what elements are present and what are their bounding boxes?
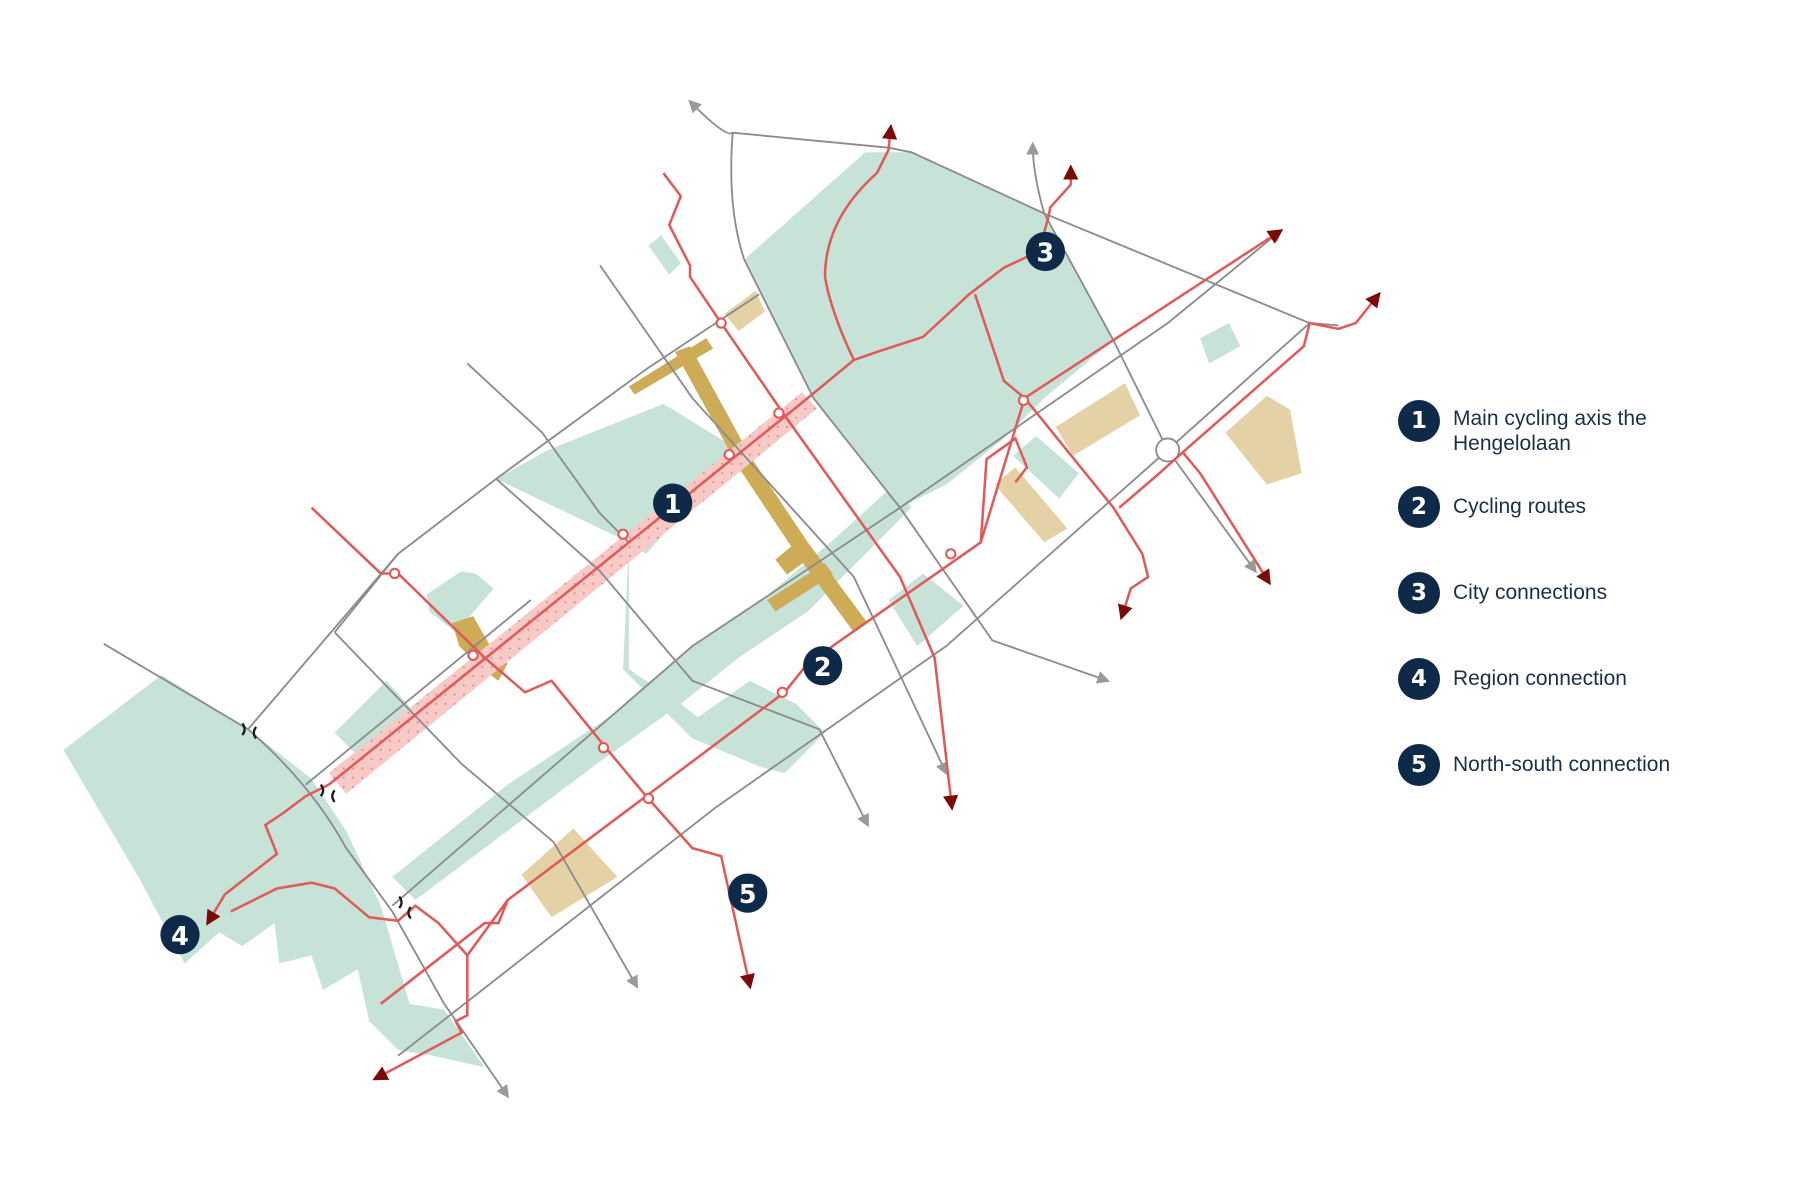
gold-notch [775,542,808,575]
green-band-mid [392,484,912,900]
legend-badge-4: 4 [1398,658,1440,700]
sand-areas [521,290,1302,918]
bridge-marks [241,722,412,920]
legend-badge-1: 1 [1398,400,1440,442]
green-park-west [63,675,485,1068]
legend-item-north-south: 5 North-south connection [1398,744,1778,830]
svg-text:5: 5 [739,879,757,909]
sand-block-1 [1055,383,1140,456]
gold-bar-lower [767,563,834,612]
green-spaces [63,152,1241,1068]
legend-badge-2: 2 [1398,486,1440,528]
legend-item-cycling-routes: 2 Cycling routes [1398,486,1778,572]
map-marker-1: 1 [653,483,693,523]
svg-text:2: 2 [814,652,832,682]
green-strip-center [496,450,825,774]
legend-label: City connections [1453,581,1608,604]
green-small-nw [648,235,681,275]
sand-block-4 [521,828,618,918]
legend-label: North-south connection [1453,753,1671,776]
main-axis-route [328,250,1039,786]
legend-badge-3: 3 [1398,572,1440,614]
map-marker-4: 4 [160,915,200,955]
legend-item-city-connections: 3 City connections [1398,572,1778,658]
sand-block-2 [994,467,1068,543]
green-block-center [548,403,739,554]
sand-block-5 [724,290,765,332]
green-small-sw [334,680,416,762]
green-band-east [692,680,825,768]
green-small-ne [1200,323,1241,364]
legend-label: Cycling routes [1453,495,1587,518]
cycle-routes [206,123,1381,1081]
map-legend: 1 Main cycling axis the Hengelolaan 2 Cy… [1398,400,1778,830]
main-axis-band [328,392,817,794]
legend-label: Region connection [1453,667,1627,690]
green-small-e1 [1013,436,1079,499]
legend-badge-5: 5 [1398,744,1440,786]
map-marker-2: 2 [803,646,843,686]
svg-text:4: 4 [171,921,189,951]
legend-item-main-axis: 1 Main cycling axis the Hengelolaan [1398,400,1778,486]
legend-label: Main cycling axis the Hengelolaan [1453,407,1647,455]
legend-item-region-connection: 4 Region connection [1398,658,1778,744]
map-marker-3: 3 [1025,231,1065,272]
crossing-points [388,317,1030,805]
map-marker-5: 5 [728,873,768,913]
sand-block-3 [1225,395,1302,485]
svg-text:3: 3 [1037,238,1055,268]
svg-text:1: 1 [664,489,682,519]
